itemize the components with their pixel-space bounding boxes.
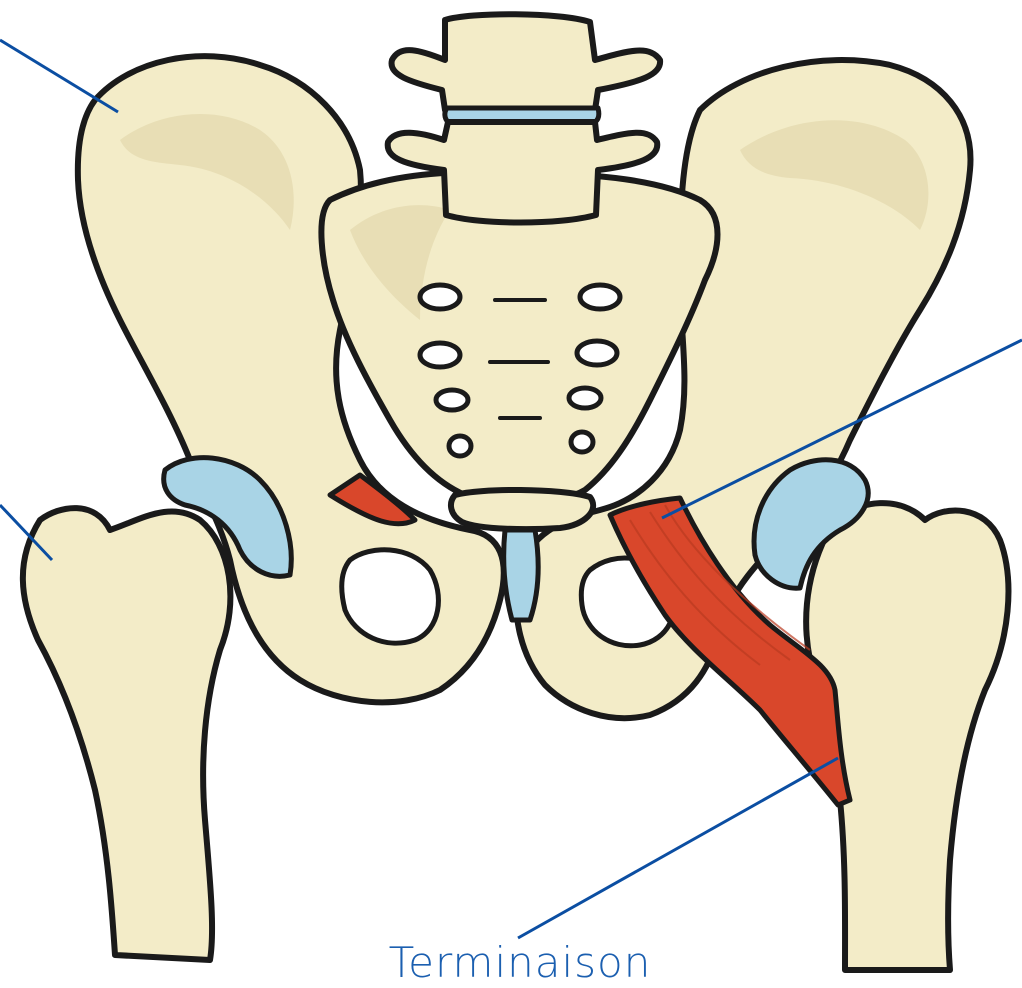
label-terminaison: Terminaison [360,938,680,988]
pubic-symphysis-cartilage [504,530,539,620]
leader-line-terminaison [518,758,838,938]
leader-line-ilium [0,40,118,112]
left-femur [23,508,231,960]
